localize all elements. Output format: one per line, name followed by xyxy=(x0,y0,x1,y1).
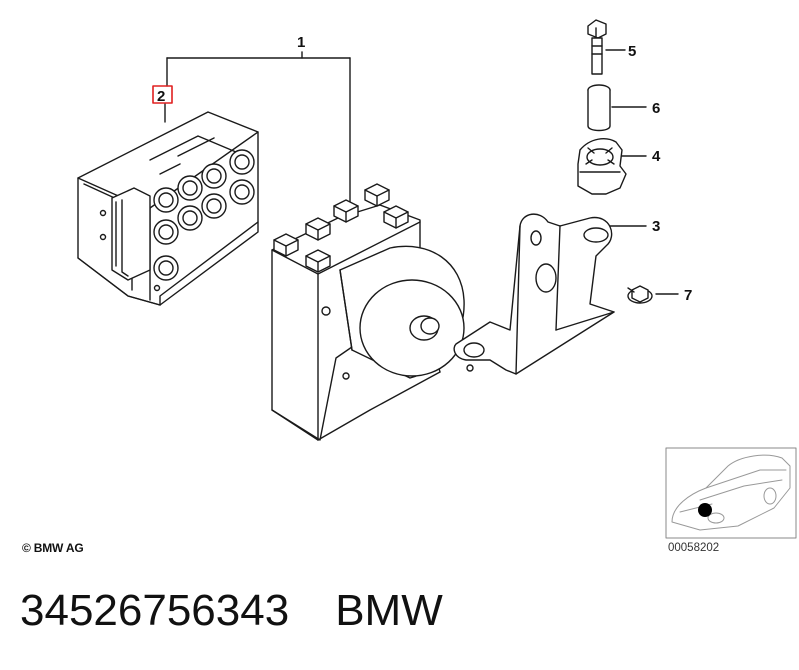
brand-name: BMW xyxy=(335,586,443,635)
vehicle-thumbnail xyxy=(665,447,797,539)
hydraulic-unit-part-1[interactable] xyxy=(271,183,465,441)
callout-6[interactable]: 6 xyxy=(652,100,660,117)
bolt-part-5[interactable] xyxy=(587,19,607,75)
callout-5[interactable]: 5 xyxy=(628,43,636,60)
callout-7[interactable]: 7 xyxy=(684,287,692,304)
screw-part-7[interactable] xyxy=(627,285,653,304)
bracket-part-3[interactable] xyxy=(453,213,615,375)
sleeve-part-6[interactable] xyxy=(587,84,611,132)
callout-4[interactable]: 4 xyxy=(652,148,661,165)
copyright-label: © BMW AG xyxy=(22,541,84,555)
thumbnail-code: 00058202 xyxy=(668,542,720,554)
hydraulic-ports xyxy=(273,183,409,273)
valve-caps xyxy=(153,149,255,281)
callout-3[interactable]: 3 xyxy=(652,218,660,235)
callout-2-highlight xyxy=(152,85,173,104)
footer: 34526756343 BMW xyxy=(20,586,443,636)
part-number: 34526756343 xyxy=(20,586,290,635)
pump-motor xyxy=(321,245,465,379)
callout-2[interactable]: 2 xyxy=(157,88,165,105)
location-marker-icon xyxy=(698,503,712,517)
control-module-part-2[interactable] xyxy=(77,111,259,306)
rubber-mount-part-4[interactable] xyxy=(577,138,627,195)
leader-lines xyxy=(164,49,679,295)
callout-1[interactable]: 1 xyxy=(297,34,305,51)
